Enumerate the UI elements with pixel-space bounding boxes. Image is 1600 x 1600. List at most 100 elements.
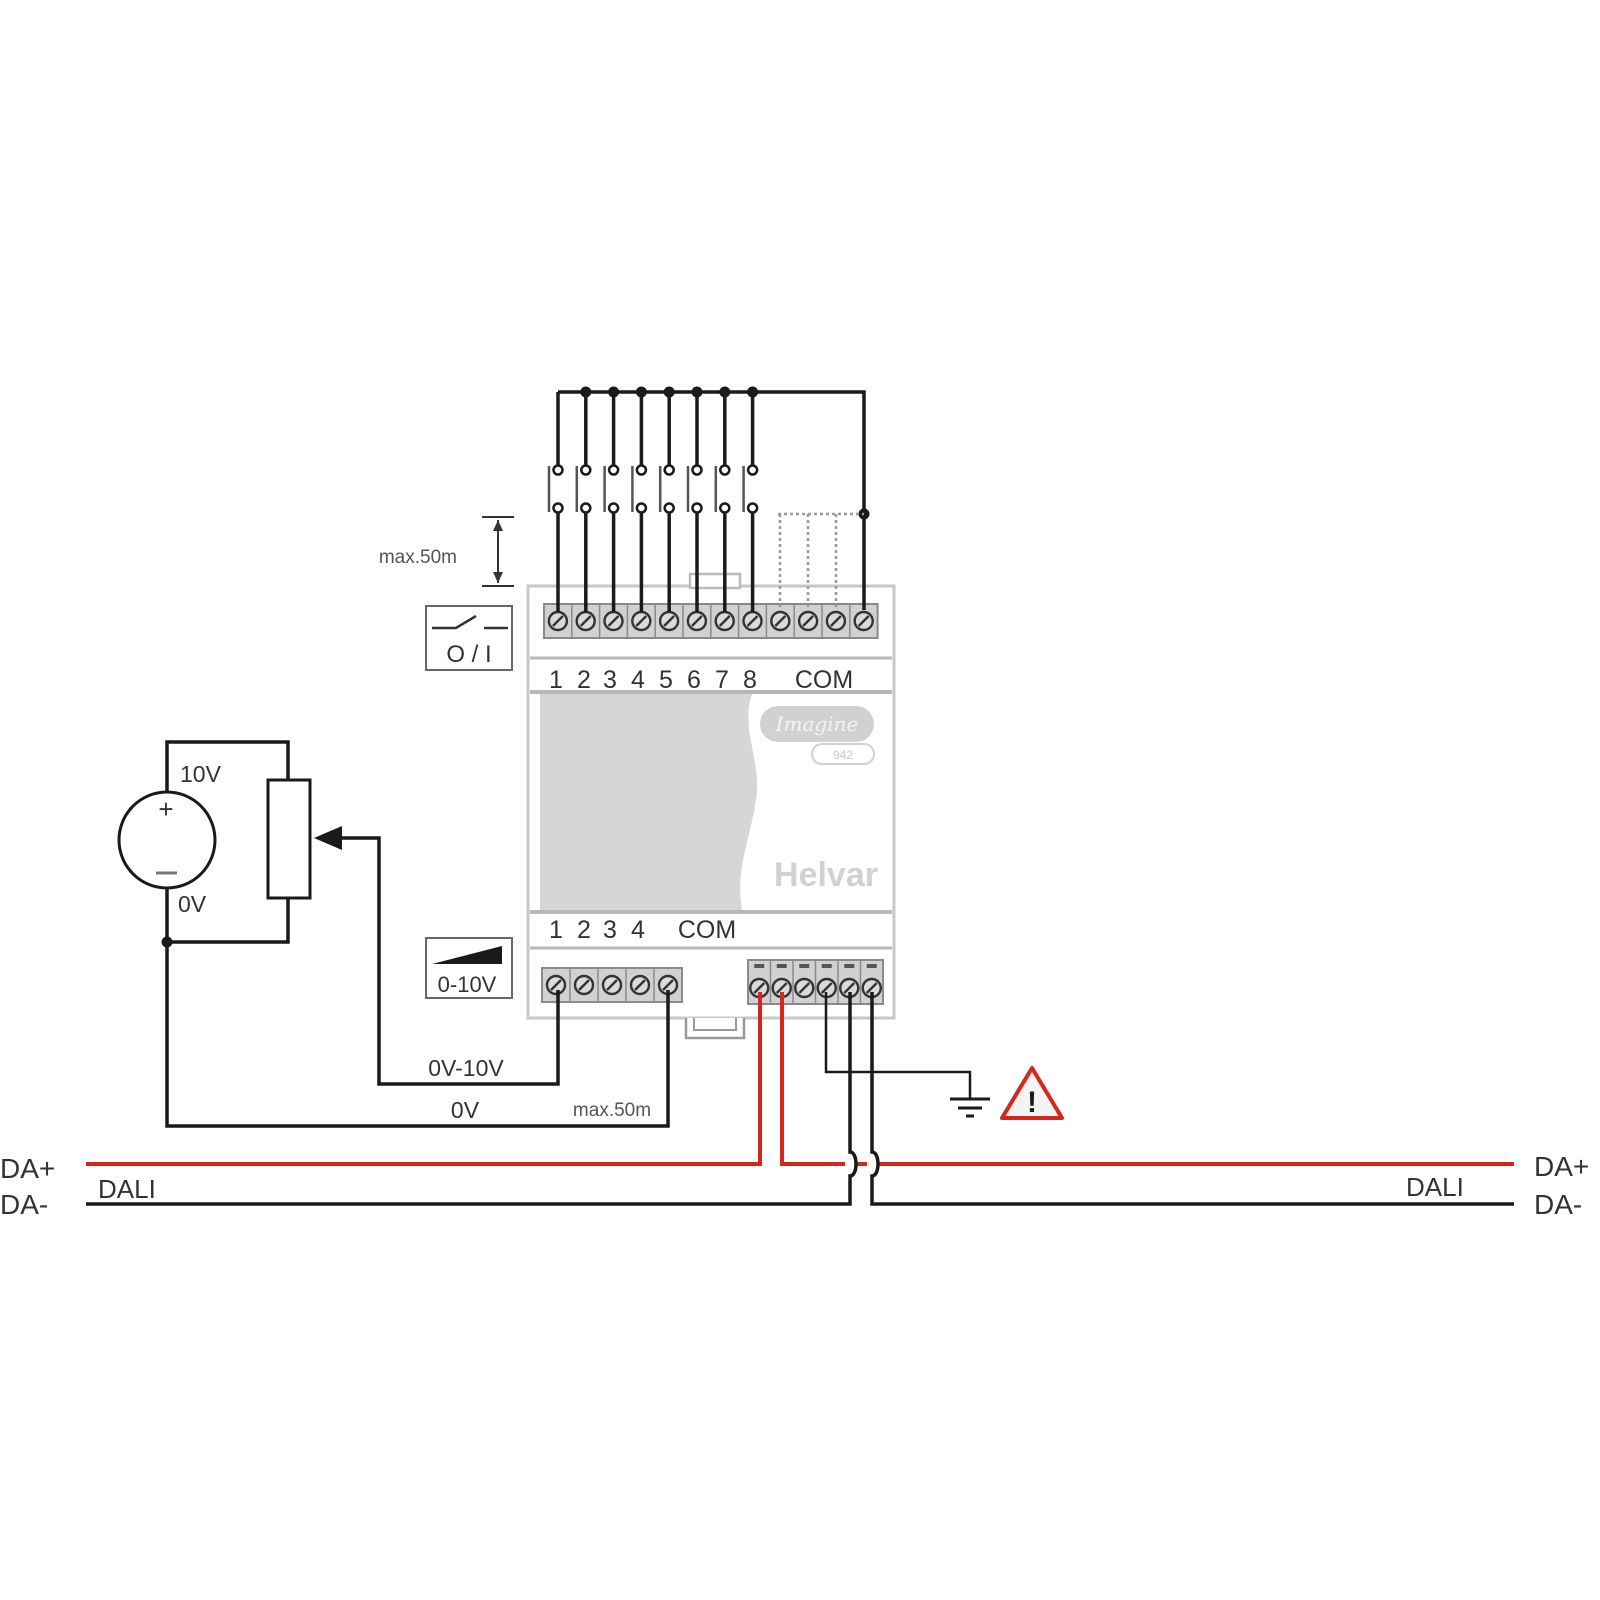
- switch-contact-icon: [607, 464, 620, 476]
- brand-text: Helvar: [774, 856, 878, 894]
- logo-text: Imagine: [775, 712, 859, 736]
- max-length-label: max.50m: [379, 547, 457, 568]
- terminal-label: 1: [549, 666, 563, 694]
- switch-terminal-labels: 1 2 3 4 5 6 7 8 COM: [549, 666, 853, 694]
- dali-minus-wire-right: [870, 992, 1514, 1206]
- switch-contact-icon: [746, 464, 759, 476]
- dali-plus-label-left: DA+: [0, 1153, 55, 1184]
- screw-slot: [662, 979, 674, 991]
- warning-mark: !: [1027, 1086, 1037, 1119]
- dali-plus-wire-left: [86, 992, 762, 1166]
- switch-contact-icon: [635, 502, 648, 514]
- switch-contact-icon: [691, 464, 703, 476]
- signal-label: 0V-10V: [428, 1055, 504, 1081]
- terminal-label: 2: [577, 916, 591, 944]
- voltage-source-icon: [117, 790, 217, 890]
- ground-label: 0V: [451, 1097, 480, 1123]
- din-clip-bottom-inner: [693, 1018, 737, 1031]
- dali-minus-label-right: DA-: [1534, 1189, 1582, 1220]
- analog-terminal-labels: 1 2 3 4 COM: [549, 916, 736, 944]
- front-panel: [540, 694, 758, 910]
- screw-slot: [634, 979, 646, 991]
- screw-slot: [830, 615, 842, 627]
- analog-terminal-block: [541, 967, 683, 1003]
- screw-slot: [843, 982, 856, 994]
- source-bottom-wire: [165, 886, 290, 944]
- switch-icon: [432, 614, 508, 630]
- dali-plus-wire-right: [780, 992, 1514, 1166]
- screw-slot: [663, 615, 675, 627]
- switch-contact-icon: [663, 502, 675, 514]
- analog-symbol-label: 0-10V: [438, 972, 497, 997]
- din-clip-bottom: [684, 1018, 746, 1040]
- switch-contact-icon: [691, 502, 703, 514]
- terminal-marker: [776, 964, 787, 968]
- device-body: Imagine 942 Helvar: [526, 572, 896, 1040]
- terminal-label: 6: [687, 666, 701, 694]
- screw-slot: [775, 982, 788, 994]
- terminal-label: 7: [715, 666, 729, 694]
- terminal-marker: [844, 964, 855, 968]
- analog-symbol-box: 0-10V: [425, 937, 513, 999]
- signal-wire: [340, 836, 560, 1086]
- switch-contact-icon: [746, 502, 759, 514]
- terminal-label: 5: [659, 666, 673, 694]
- switch-terminal-block: [543, 603, 879, 639]
- screw-slot: [578, 979, 590, 991]
- switch-contact-icon: [719, 464, 731, 476]
- switch-contact-icon: [580, 464, 592, 476]
- terminal-label: 4: [631, 916, 645, 944]
- wiper-arrow-icon: [314, 826, 342, 850]
- screw-slot: [798, 982, 811, 994]
- terminal-marker: [754, 964, 765, 968]
- dali-name-left: DALI: [98, 1174, 156, 1204]
- max-length-label-bottom: max.50m: [573, 1100, 651, 1121]
- voltage-source-circuit: + 10V 0V: [117, 740, 670, 1128]
- screw-slot: [550, 979, 562, 991]
- source-negative-label: 0V: [178, 891, 207, 917]
- warning-icon: !: [1000, 1066, 1064, 1120]
- terminal-label: 4: [631, 666, 645, 694]
- switch-contact-icon: [552, 502, 564, 514]
- terminal-label-com: COM: [678, 916, 736, 944]
- din-clip-top: [688, 572, 742, 590]
- model-badge: [811, 743, 875, 765]
- terminal-label: 3: [603, 916, 617, 944]
- dali-terminal-block: [747, 959, 884, 1005]
- potentiometer-icon: [266, 778, 312, 900]
- terminal-label: 3: [603, 666, 617, 694]
- screw-slot: [635, 615, 648, 627]
- screw-slot: [607, 615, 620, 627]
- switch-contact-icon: [552, 464, 564, 476]
- screw-slot: [753, 982, 766, 994]
- dali-minus-wire-left: [86, 992, 858, 1206]
- ramp-icon: [432, 946, 502, 964]
- dali-minus-label-left: DA-: [0, 1189, 48, 1220]
- terminal-label: 1: [549, 916, 563, 944]
- screw-slot: [802, 615, 814, 627]
- logo-badge: [760, 706, 874, 742]
- terminal-label: 8: [743, 666, 757, 694]
- dali-plus-label-right: DA+: [1534, 1151, 1589, 1182]
- terminal-marker: [866, 964, 877, 968]
- terminal-marker: [821, 964, 832, 968]
- switch-symbol-frame: [425, 605, 513, 671]
- earth-wire: [824, 992, 972, 1098]
- screw-slot: [606, 979, 618, 991]
- com-bus-wire: [558, 390, 866, 610]
- screw-slot: [774, 615, 787, 627]
- screw-slot: [579, 615, 592, 627]
- source-top-wire: [165, 740, 290, 796]
- source-positive-label: 10V: [180, 761, 222, 787]
- switch-contact-icon: [663, 464, 675, 476]
- screw-slot: [691, 615, 703, 627]
- dali-name-right: DALI: [1406, 1172, 1464, 1202]
- screw-slot: [552, 615, 564, 627]
- model-text: 942: [833, 748, 853, 762]
- screw-slot: [718, 615, 731, 627]
- ground-wire: [165, 942, 670, 1128]
- terminal-label: 2: [577, 666, 591, 694]
- screw-slot: [857, 615, 870, 627]
- screw-slot: [820, 982, 833, 994]
